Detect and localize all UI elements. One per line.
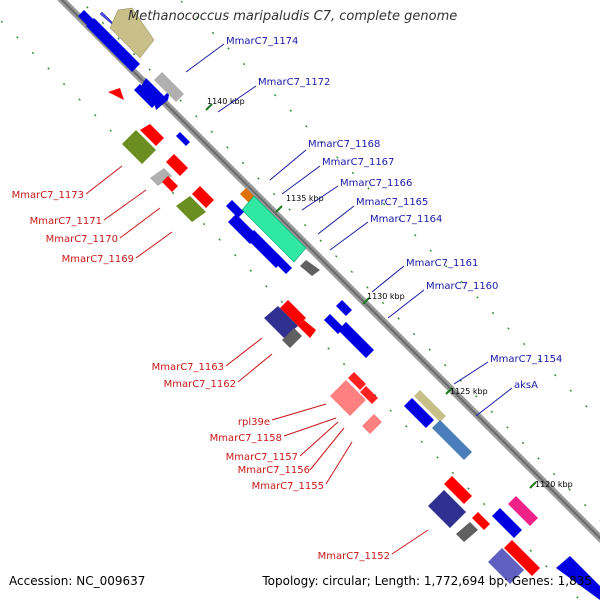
gene-shape [300,260,320,276]
gene-label: MmarC7_1160 [426,281,498,292]
gene-label: MmarC7_1166 [340,178,412,189]
gene-label: MmarC7_1152 [318,551,390,562]
gene-shape [444,476,472,504]
gene-label: MmarC7_1169 [62,254,134,265]
scale-label-1120: 1120 kbp [535,480,573,489]
gene-label: MmarC7_1174 [226,36,298,47]
gene-shape [432,420,472,460]
map-title: Methanococcus maripaludis C7, complete g… [128,9,458,24]
gene-shape [456,522,478,542]
gene-shape [330,380,366,416]
gene-label: MmarC7_1167 [322,157,394,168]
gene-shape [154,72,184,102]
gene-label: MmarC7_1158 [210,433,282,444]
reverse-genes [78,10,540,584]
gene-label: MmarC7_1162 [164,379,236,390]
forward-leaders [185,43,513,417]
gene-shape [109,7,155,59]
gene-shape [348,372,366,390]
gene-label: MmarC7_1173 [12,190,84,201]
gene-shape [428,490,466,528]
scale-tick [275,205,283,213]
gene-shape [472,512,490,530]
gene-shape [88,20,140,72]
topology-label: Topology: circular; Length: 1,772,694 bp… [262,574,592,588]
gene-shape [78,10,96,28]
gene-shape [241,195,307,263]
gene-shape [176,132,190,146]
reverse-leaders [85,165,429,555]
gene-shape [264,306,298,338]
gene-label: MmarC7_1168 [308,139,380,150]
scale-tick [205,103,213,111]
scale-tick [362,297,370,305]
gene-shape [150,168,172,186]
gene-label: MmarC7_1164 [370,214,442,225]
gene-shape [108,88,124,100]
gene-shape [362,414,382,434]
gene-label: MmarC7_1156 [238,465,310,476]
gene-shape [556,556,600,600]
gene-shape [140,78,170,110]
gene-shape [134,84,158,108]
gene-label: MmarC7_1157 [226,452,298,463]
scale-label-1130: 1130 kbp [367,292,405,301]
gene-shape [298,320,316,338]
scale-labels: 1140 kbp 1135 kbp 1130 kbp 1125 kbp 1120… [207,97,573,489]
gene-shape [280,300,306,326]
gene-label: MmarC7_1163 [152,362,224,373]
gene-shape [192,186,214,208]
gene-label: MmarC7_1171 [30,216,102,227]
gene-shape [336,300,352,316]
gene-shape [176,196,206,222]
gene-shape [166,154,188,176]
scale-label-1135: 1135 kbp [286,194,324,203]
gene-label: MmarC7_1161 [406,258,478,269]
gene-shape [338,322,374,358]
forward-genes [86,7,600,600]
gene-shape [504,540,540,576]
gene-shape [360,386,378,404]
forward-labels: MmarC7_1174 MmarC7_1172 MmarC7_1168 Mmar… [226,36,562,391]
gene-label: MmarC7_1155 [252,481,324,492]
reverse-labels: MmarC7_1173 MmarC7_1171 MmarC7_1170 Mmar… [12,190,390,562]
gene-shape [122,130,156,164]
scale-tick [445,387,453,395]
scale-tick [529,481,537,489]
scale-label-1140: 1140 kbp [207,97,245,106]
gene-label: MmarC7_1172 [258,77,330,88]
gene-shape [492,508,522,538]
gene-shape [140,124,164,146]
gene-label: MmarC7_1165 [356,197,428,208]
gene-shape [272,254,292,274]
gene-shape [226,200,244,218]
gene-shape [282,328,302,348]
scale-ticks [205,103,537,489]
accession-label: Accession: NC_009637 [9,574,146,588]
scale-label-1125: 1125 kbp [450,387,488,396]
gene-label: aksA [514,380,538,391]
gene-label: MmarC7_1170 [46,234,118,245]
gene-shape [404,398,434,428]
gene-label: rpl39e [238,417,270,428]
gene-shape [162,176,178,192]
gene-label: MmarC7_1154 [490,354,562,365]
gene-shape [508,496,538,526]
gene-shape [488,548,524,584]
gene-shape [414,390,446,422]
